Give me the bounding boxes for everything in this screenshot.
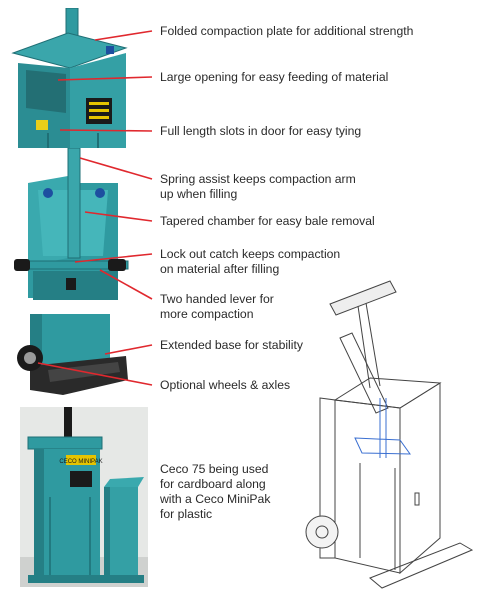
- caption-line: with a Ceco MiniPak: [160, 492, 271, 506]
- callout-text: Tapered chamber for easy bale removal: [160, 214, 375, 228]
- caption-line: for cardboard along: [160, 477, 266, 491]
- callout-text: more compaction: [160, 307, 254, 321]
- callout-large-opening: Large opening for easy feeding of materi…: [160, 70, 388, 85]
- callout-text: Two handed lever for: [160, 292, 274, 306]
- line-drawing-baler: [300, 278, 480, 593]
- callout-door-slots: Full length slots in door for easy tying: [160, 124, 361, 139]
- callout-text: Full length slots in door for easy tying: [160, 124, 362, 138]
- baler-sign-text: CECO MINIPAK: [59, 459, 102, 465]
- callout-lock-out-catch: Lock out catch keeps compaction on mater…: [160, 247, 340, 277]
- callout-text: Extended base for stability: [160, 338, 303, 352]
- callout-compaction-plate: Folded compaction plate for additional s…: [160, 24, 413, 39]
- callout-text: up when filling: [160, 187, 238, 201]
- callout-text: Lock out catch keeps compaction: [160, 247, 341, 261]
- two-balers-illustration: CECO MINIPAK: [20, 407, 148, 587]
- baler-base-illustration: [8, 310, 133, 398]
- photo-caption: Ceco 75 being used for cardboard along w…: [160, 462, 270, 522]
- callout-spring-assist: Spring assist keeps compaction arm up wh…: [160, 172, 356, 202]
- callout-text: Large opening for easy feeding of materi…: [160, 70, 389, 84]
- callout-two-handed-lever: Two handed lever for more compaction: [160, 292, 274, 322]
- caption-line: Ceco 75 being used: [160, 462, 269, 476]
- photo-base-wheel: [8, 310, 133, 398]
- photo-front-lever: [8, 148, 130, 300]
- callout-text: Optional wheels & axles: [160, 378, 291, 392]
- callout-extended-base: Extended base for stability: [160, 338, 303, 353]
- photo-compaction-plate: [8, 8, 130, 158]
- baler-top-illustration: [8, 8, 130, 158]
- callout-wheels-axles: Optional wheels & axles: [160, 378, 290, 393]
- photo-two-balers: CECO MINIPAK: [20, 407, 148, 587]
- baler-front-illustration: [8, 148, 130, 300]
- callout-text: Spring assist keeps compaction arm: [160, 172, 356, 186]
- callout-text: Folded compaction plate for additional s…: [160, 24, 414, 38]
- caption-line: for plastic: [160, 507, 213, 521]
- callout-text: on material after filling: [160, 262, 280, 276]
- baler-line-drawing: [305, 280, 474, 589]
- callout-tapered-chamber: Tapered chamber for easy bale removal: [160, 214, 375, 229]
